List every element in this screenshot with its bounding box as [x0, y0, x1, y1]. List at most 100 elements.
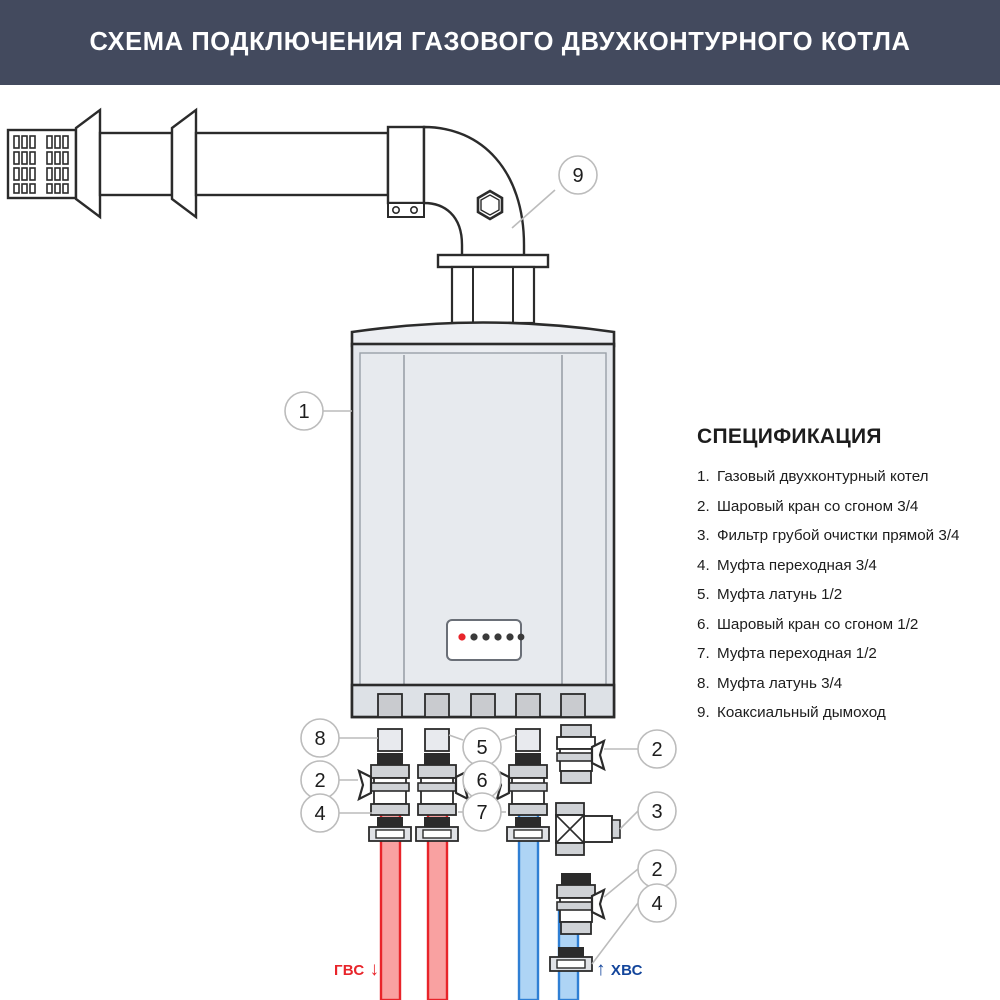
spec-item-3: 3. Фильтр грубой очистки прямой 3/4 — [697, 527, 997, 544]
adapter-inner — [375, 829, 405, 839]
boiler-control-panel[interactable] — [446, 619, 525, 661]
callout-leader-4-r — [591, 902, 639, 965]
valve-ring — [556, 901, 596, 911]
valve-nut-top — [556, 884, 596, 899]
valve-nut-bottom — [508, 803, 548, 816]
callout-label-5: 5 — [476, 737, 487, 759]
indicator-led-idle — [482, 633, 490, 641]
spec-item-number: 9. — [697, 704, 710, 721]
collar-dark — [515, 753, 541, 765]
callout-label-8: 8 — [314, 728, 325, 750]
clamp-screw-icon — [391, 206, 400, 215]
callout-label-6: 6 — [476, 770, 487, 792]
boiler-connection-diagram: 9 — [6, 107, 677, 1000]
valve-nut-top — [370, 764, 410, 779]
spec-item-label: Фильтр грубой очистки прямой 3/4 — [717, 527, 960, 544]
cold-water-flow-label: ↑ХВС — [596, 959, 643, 981]
callout-circle-4-left[interactable] — [300, 793, 340, 833]
cold-water-arrow-icon: ↑ — [596, 959, 606, 980]
clamp-screw-icon — [409, 206, 418, 215]
spec-item-label: Шаровый кран со сгоном 1/2 — [717, 615, 919, 633]
filter-mesh-cross — [555, 814, 585, 844]
callout-label-1: 1 — [298, 401, 309, 423]
valve-nut-bottom — [560, 770, 592, 784]
hex-inner-ring — [480, 194, 500, 216]
valve-nut-top — [508, 764, 548, 779]
filter-nut-top — [555, 802, 585, 816]
valve-body-2-r1a — [556, 736, 596, 750]
adapter-inner — [556, 959, 586, 969]
valve-nut-bottom — [417, 803, 457, 816]
boiler-port — [560, 693, 586, 718]
callout-circle-2-r1[interactable] — [637, 729, 677, 769]
adapter-collar — [515, 817, 541, 827]
valve-ring — [417, 782, 457, 792]
chimney-duct — [194, 131, 390, 197]
coaxial-chimney: 9 — [6, 107, 598, 325]
spec-item-label: Газовый двухконтурный котел — [717, 468, 929, 485]
chimney-drop-section — [450, 265, 536, 325]
filter-end-cap — [611, 819, 621, 839]
chimney-grille-icon — [6, 128, 78, 200]
spec-item-label: Муфта латунь 3/4 — [717, 674, 843, 692]
valve-nut-top — [417, 764, 457, 779]
spec-item-6: 6. Шаровый кран со сгоном 1/2 — [697, 616, 997, 633]
boiler-unit: 1 — [284, 321, 616, 719]
connection-column-3 — [495, 728, 550, 842]
page-title: СХЕМА ПОДКЛЮЧЕНИЯ ГАЗОВОГО ДВУХКОНТУРНОГ… — [89, 28, 911, 56]
spec-item-4: 4. Муфта переходная 3/4 — [697, 557, 997, 574]
valve-nut-bottom — [370, 803, 410, 816]
adapter-collar — [558, 947, 584, 957]
filter-outlet — [583, 815, 613, 843]
hot-water-arrow-icon: ↓ — [369, 959, 380, 980]
coupling-8 — [377, 728, 403, 752]
boiler-port — [470, 693, 496, 718]
callout-circle-8[interactable] — [300, 718, 340, 758]
callout-leader-9 — [511, 189, 556, 229]
spec-item-1: 1. Газовый двухконтурный котел — [697, 468, 997, 485]
spec-item-label: Коаксиальный дымоход — [717, 704, 886, 721]
filter-nut-bottom — [555, 842, 585, 856]
spec-item-number: 5. — [697, 586, 710, 603]
indicator-led-idle — [517, 633, 525, 641]
adapter-inner — [422, 829, 452, 839]
middle-callouts: 5 6 7 — [448, 727, 517, 832]
specification-panel: СПЕЦИФИКАЦИЯ 1. Газовый двухконтурный ко… — [697, 425, 997, 734]
coupling-5-b — [515, 728, 541, 752]
valve-ring — [370, 782, 410, 792]
indicator-led-idle — [506, 633, 514, 641]
spec-item-label: Муфта латунь 1/2 — [717, 586, 843, 603]
callout-circle-4-r[interactable] — [637, 883, 677, 923]
callout-label-3: 3 — [651, 801, 662, 823]
valve-handle-icon[interactable] — [590, 738, 606, 772]
callout-circle-1[interactable] — [284, 391, 324, 431]
valve-nut-bottom — [560, 921, 592, 935]
header-banner: СХЕМА ПОДКЛЮЧЕНИЯ ГАЗОВОГО ДВУХКОНТУРНОГ… — [0, 0, 1000, 85]
boiler-port — [377, 693, 403, 718]
spec-item-number: 7. — [697, 645, 710, 662]
callout-leader-5-b — [500, 734, 517, 741]
collar-dark — [377, 753, 403, 765]
callout-label-2-r2: 2 — [651, 859, 662, 881]
chimney-clamp — [386, 125, 426, 205]
spec-item-label: Шаровый кран со сгоном 3/4 — [717, 497, 919, 515]
boiler-port — [515, 693, 541, 718]
callout-circle-3[interactable] — [637, 791, 677, 831]
callout-leader-2-r2 — [603, 868, 639, 898]
spec-item-number: 6. — [697, 615, 710, 633]
connection-column-right: 2 3 2 4 — [549, 724, 677, 972]
spec-item-number: 8. — [697, 674, 710, 692]
valve-handle-icon[interactable] — [590, 887, 606, 921]
spec-item-7: 7. Муфта переходная 1/2 — [697, 645, 997, 662]
callout-circle-9[interactable] — [558, 155, 598, 195]
valve-ring — [556, 752, 596, 762]
callout-leader-5-a — [448, 734, 464, 741]
spec-item-label: Муфта переходная 1/2 — [717, 645, 877, 662]
collar-dark — [424, 753, 450, 765]
chimney-tube-outer — [98, 131, 174, 197]
valve-handle-icon[interactable] — [357, 768, 373, 802]
cold-water-text: ХВС — [610, 962, 643, 979]
indicator-led-idle — [494, 633, 502, 641]
callout-circle-7[interactable] — [462, 792, 502, 832]
spec-item-8: 8. Муфта латунь 3/4 — [697, 675, 997, 692]
